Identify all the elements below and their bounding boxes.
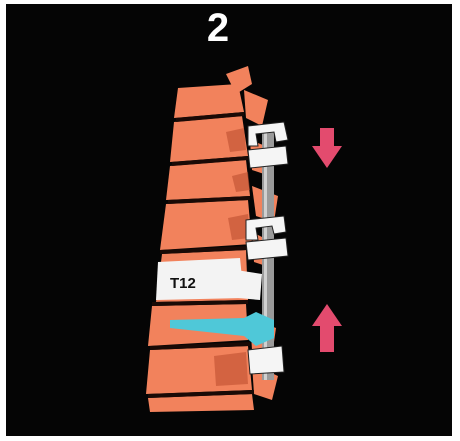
arrow-down-icon: [312, 128, 342, 168]
vertebra-1: [174, 84, 244, 118]
t12-label: T12: [170, 275, 196, 292]
hook-mid-2: [246, 238, 288, 260]
hook-upper-2: [248, 146, 288, 168]
arrow-up-icon: [312, 304, 342, 352]
figure-number: 2: [190, 6, 246, 50]
t12-pedicle: [236, 270, 262, 300]
hook-lower: [248, 346, 284, 374]
